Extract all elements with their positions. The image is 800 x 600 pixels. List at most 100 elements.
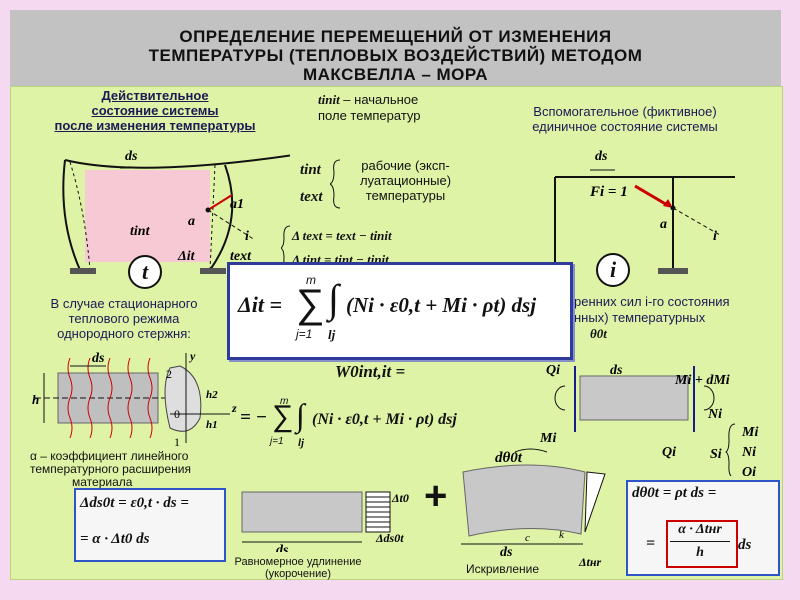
aux-state-badge: i (596, 253, 630, 287)
alpha-line3: материала (72, 475, 133, 489)
formula-theta-tail: ds (738, 537, 752, 553)
work-formula-body: (Ni · ε0,t + Mi · ρt) dsj (312, 411, 457, 428)
right-note-line2: нных) температурных (574, 310, 706, 325)
alpha-line1: α – коэффициент линейного (30, 449, 189, 463)
heat-wave-5 (147, 357, 153, 439)
aux-label-i: i (713, 229, 717, 244)
fraction-highlight (666, 520, 738, 568)
main-sum-bottom: j=1 (296, 327, 313, 341)
element-list-Qi: Qi (742, 465, 756, 476)
main-formula-body: (Ni · ε0,t + Mi · ρt) dsj (346, 293, 537, 317)
title-bar (10, 10, 781, 86)
curvature-ds: ds (500, 545, 513, 560)
actual-state-badge: t (128, 255, 162, 289)
right-note-theta: θ0t (590, 326, 607, 341)
rod-label-h2: h2 (206, 389, 218, 401)
heated-region (85, 170, 210, 262)
left-moment-arc (554, 385, 566, 411)
rod-label-1: 1 (174, 435, 180, 448)
right-support (200, 268, 226, 274)
rod-label-ds: ds (92, 351, 105, 366)
formula-ds-line1: Δds0t = ε0,t · ds = (80, 495, 189, 511)
curvature-c: c (525, 532, 530, 544)
label-i: i (245, 229, 249, 244)
main-sum-top: m (306, 273, 316, 287)
work-sum-top: m (280, 396, 289, 407)
dtheta-arc (514, 448, 548, 453)
aux-right-support (658, 268, 688, 274)
slide-title: ОПРЕДЕЛЕНИЕ ПЕРЕМЕЩЕНИЙ ОТ ИЗМЕНЕНИЯ ТЕМ… (10, 27, 781, 84)
stationary-note: В случае стационарного теплового режима … (24, 296, 224, 341)
curved-segment (462, 464, 586, 537)
aux-label-a: a (660, 217, 667, 232)
element-Si: Si (710, 447, 722, 462)
elongation-dds: Δds0t (375, 531, 404, 545)
rod-label-y: y (188, 349, 196, 363)
work-sum-icon: ∑ (272, 400, 294, 433)
main-integral-sub: lj (328, 327, 336, 342)
aux-state-line2: единичное состояние системы (532, 119, 718, 134)
right-column (209, 164, 234, 271)
t-init-symbol: tinit (318, 92, 340, 107)
elongation-diagram: Δt0 Δds0t ds (241, 491, 409, 552)
elongation-segment (241, 491, 363, 533)
working-line1: рабочие (эксп- (361, 158, 450, 173)
stationary-line3: однородного стержня: (57, 326, 191, 341)
work-sum-bottom: j=1 (270, 436, 284, 447)
displacement-arrow (207, 194, 233, 211)
unit-force-arrow (634, 184, 670, 208)
aux-label-force: Fi = 1 (589, 184, 628, 200)
element-brace-icon (725, 423, 736, 476)
curvature-dtnr: Δtнr (578, 555, 602, 569)
title-line-2: ТЕМПЕРАТУРЫ (ТЕПЛОВЫХ ВОЗДЕЙСТВИЙ) МЕТОД… (148, 46, 643, 65)
right-note-line1: ренних сил i-го состояния (574, 294, 730, 309)
aux-label-ds: ds (595, 149, 608, 164)
rod-label-0: 0 (174, 407, 180, 421)
delta-text: Δ text = text − tinit (292, 228, 392, 243)
left-support (70, 268, 96, 274)
brace-icon (330, 159, 341, 209)
working-tint: tint (300, 162, 321, 178)
unit-force-arrowhead (663, 199, 673, 208)
rod-label-2: 2 (166, 367, 172, 381)
work-integral-sub: lj (298, 437, 305, 449)
right-moment-arc (703, 385, 715, 411)
formula-ds-box (74, 488, 226, 562)
plus-sign: + (424, 474, 448, 518)
elongation-hatch (366, 496, 390, 528)
aux-direction-line (672, 207, 721, 236)
element-list-Mi: Mi (741, 425, 758, 440)
label-a: a (188, 214, 195, 229)
curvature-k: k (559, 529, 565, 541)
actual-state-diagram: ds tint a1 a i Δit text (62, 149, 290, 274)
cross-section (164, 365, 202, 432)
working-line3: температуры (365, 188, 446, 203)
aux-point-a (670, 205, 676, 211)
working-text: text (300, 189, 323, 205)
element-MidMi: Mi + dMi (674, 373, 730, 388)
deformed-beam (64, 154, 290, 169)
displacement-line (207, 209, 256, 241)
working-line2: луатационные) (359, 173, 452, 188)
aux-state-heading: Вспомогательное (фиктивное) единичное со… (480, 104, 770, 134)
title-line-3: МАКСВЕЛЛА – МОРА (302, 65, 489, 84)
formula-theta-box (626, 480, 780, 576)
rod-label-h1: h1 (206, 419, 218, 431)
elongation-caption-1: Равномерное удлинение (234, 556, 362, 568)
formula-theta-line1: dθ0t = ρt ds = (632, 485, 717, 501)
curvature-dtheta: dθ0t (495, 450, 523, 466)
label-text: text (230, 249, 252, 264)
elongation-dt0: Δt0 (391, 491, 409, 505)
work-integral-icon: ∫ (296, 397, 305, 433)
t-init-note: tinit – начальное (318, 92, 418, 107)
element-segment (579, 375, 689, 421)
working-temps-note: рабочие (эксп- луатационные) температуры (343, 158, 468, 203)
work-formula-lhs: W0int,it = (335, 362, 406, 381)
element-Mi: Mi (539, 431, 556, 446)
element-list-Ni: Ni (741, 445, 756, 460)
heat-wave-2 (87, 357, 93, 439)
heat-wave-1 (67, 357, 73, 439)
stationary-line1: В случае стационарного (50, 296, 198, 311)
fraction-bar (670, 541, 730, 542)
